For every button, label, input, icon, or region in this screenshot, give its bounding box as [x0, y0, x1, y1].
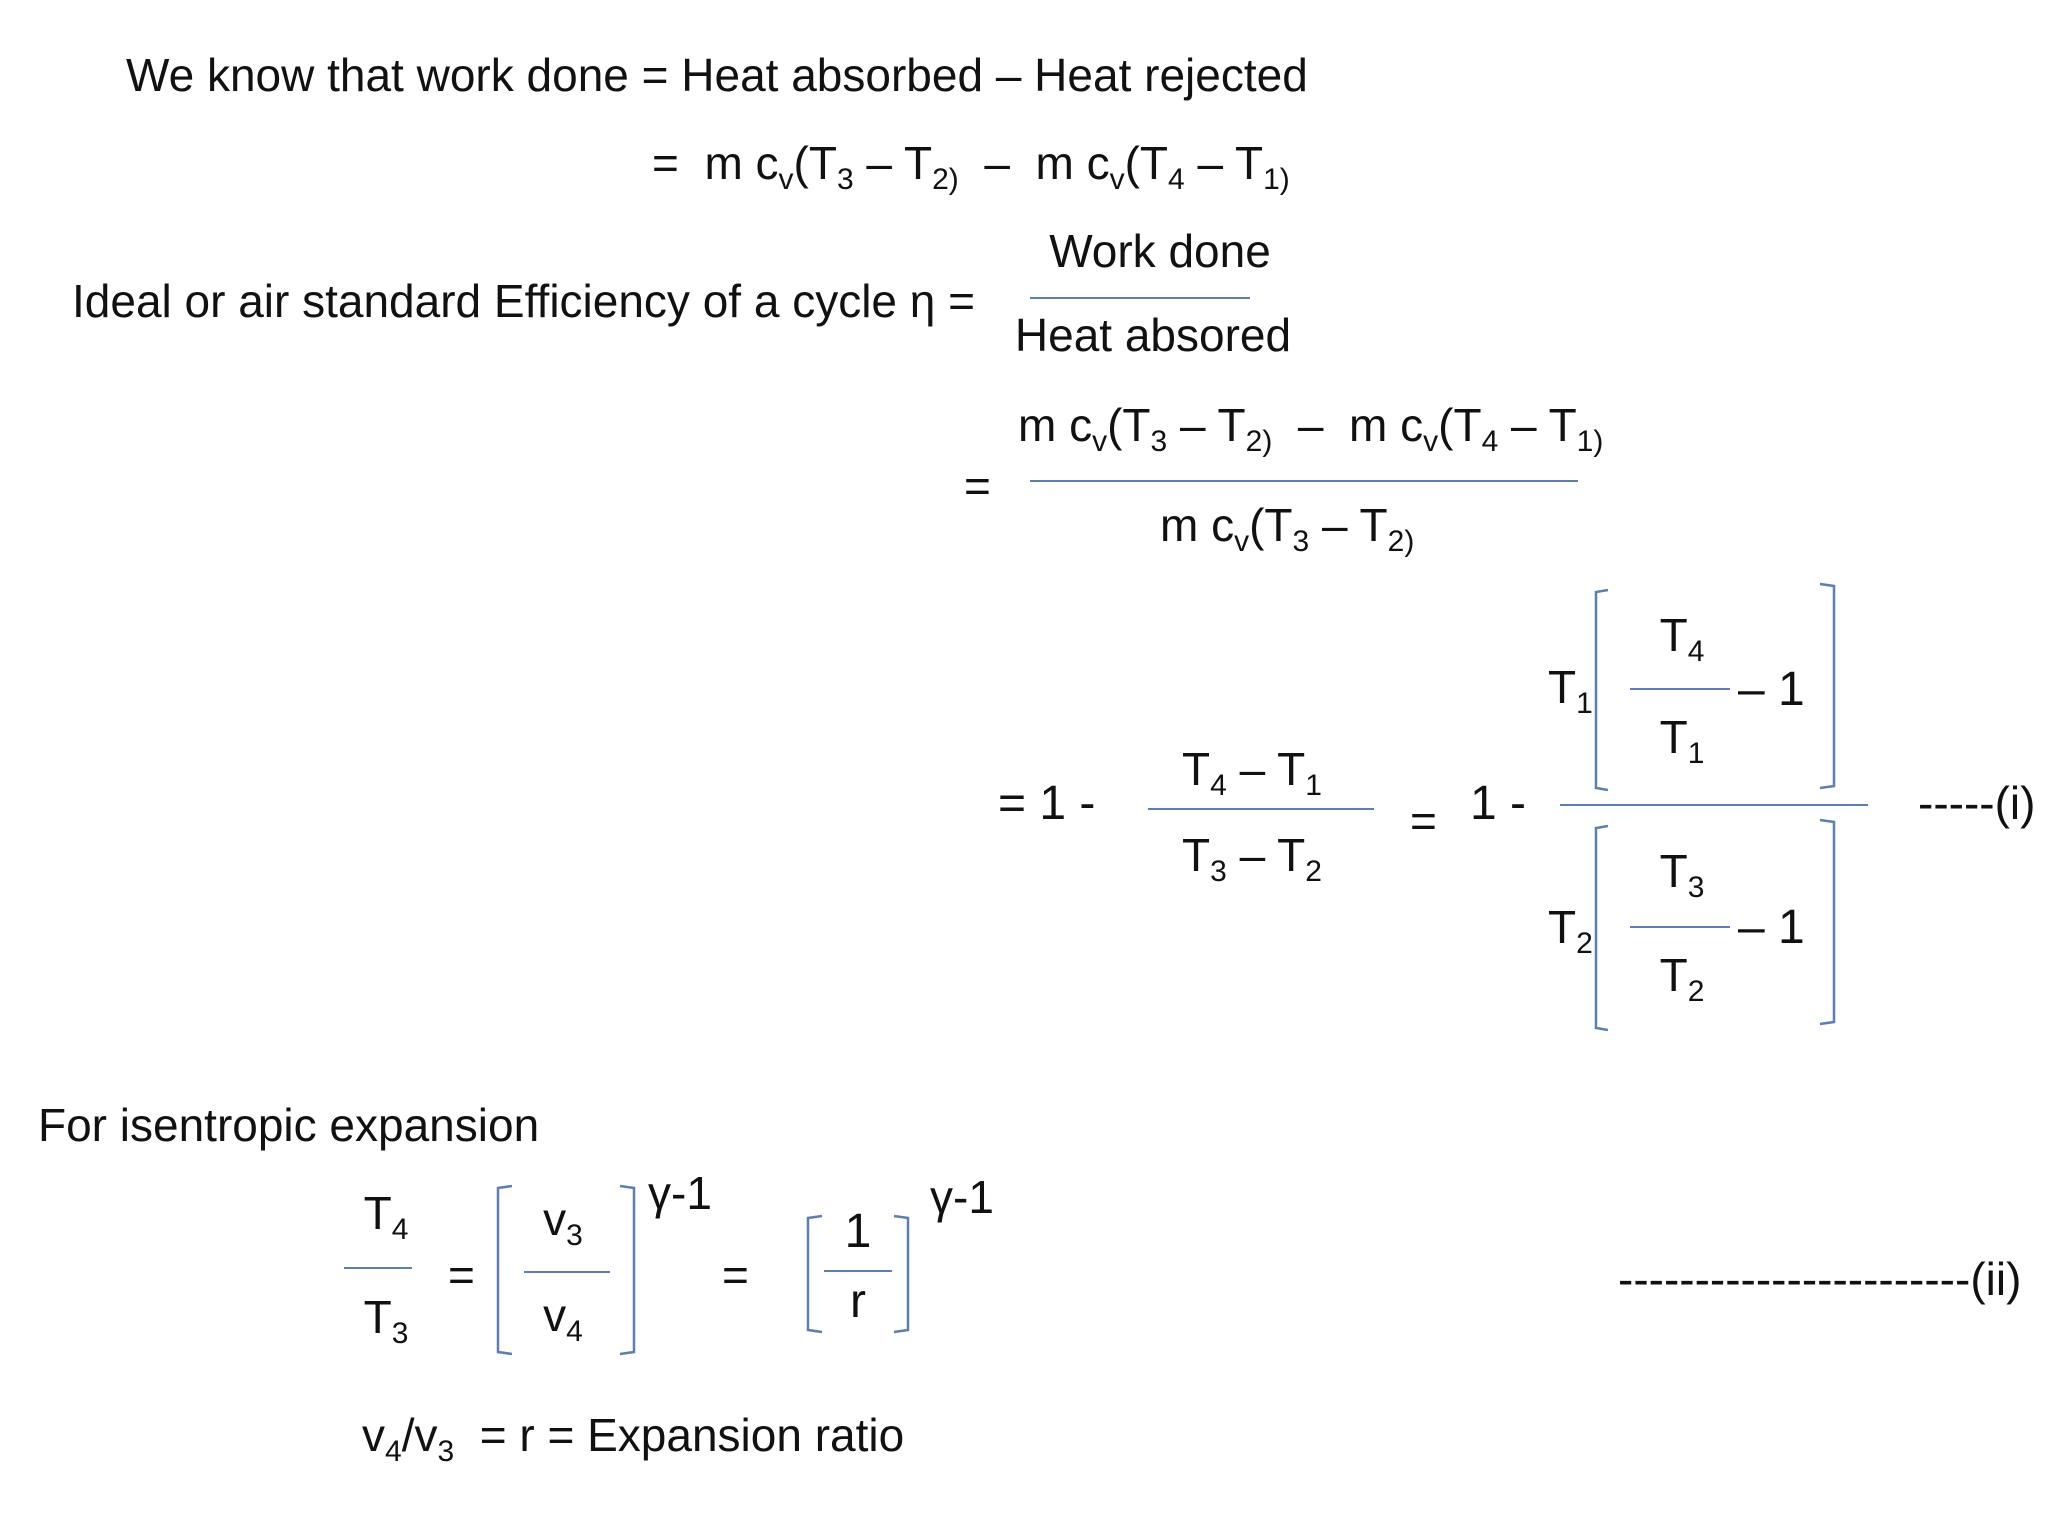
gamma-exponent: γ-1 [930, 1171, 994, 1223]
isentropic-label: For isentropic expansion [38, 1099, 540, 1151]
numerator-expression: T4 – T1 [1182, 743, 1322, 802]
right-bracket [893, 1214, 910, 1334]
term: m c [1035, 137, 1110, 189]
right-bracket [619, 1184, 636, 1356]
inner-numerator: T3 [1659, 845, 1705, 904]
statement-line: We know that work done = Heat absorbed –… [126, 49, 1308, 101]
left-bracket [496, 1184, 513, 1356]
inner-fraction-bar [1630, 926, 1730, 928]
inner-denominator: T1 [1659, 711, 1705, 770]
lhs-numerator: T4 [363, 1187, 409, 1246]
fraction-denominator: Heat absored [1014, 309, 1292, 361]
equation-number-ii: -----------------------(ii) [1618, 1253, 2022, 1305]
gamma-exponent: γ-1 [648, 1167, 712, 1219]
left-bracket [1594, 588, 1609, 792]
one-minus: 1 - [1470, 777, 1527, 830]
fraction-bar [1030, 480, 1578, 482]
one-numerator: 1 [844, 1205, 872, 1258]
eq-sign: = [964, 460, 991, 512]
right-bracket [1819, 582, 1836, 790]
denominator-expression: T3 – T2 [1182, 829, 1322, 888]
inner-denominator: T2 [1659, 949, 1705, 1008]
main-fraction-bar [1560, 804, 1868, 806]
eq-sign: = [1410, 795, 1437, 847]
term: m c [704, 137, 779, 189]
volume-numerator: v3 [543, 1193, 583, 1252]
reciprocal-fraction-bar [824, 1270, 892, 1272]
equation-number-i: -----(i) [1918, 777, 2036, 829]
minus-one: – 1 [1738, 901, 1805, 954]
numerator-expression: m cv(T3 – T2) – m cv(T4 – T1) [1018, 399, 1604, 458]
factor-t1: T1 [1548, 661, 1593, 720]
eq-sign: = [652, 137, 679, 189]
fraction-bar [1030, 297, 1250, 299]
eq-sign: = [722, 1249, 749, 1301]
minus-sign: – [984, 137, 1010, 189]
lhs-denominator: T3 [363, 1291, 409, 1350]
one-minus: = 1 - [998, 777, 1096, 830]
denominator-expression: m cv(T3 – T2) [1160, 499, 1415, 558]
left-bracket [1594, 824, 1609, 1032]
expansion-ratio: v4/v3 = r = Expansion ratio [362, 1409, 905, 1468]
volume-denominator: v4 [543, 1289, 583, 1348]
inner-fraction-bar [1630, 688, 1730, 690]
factor-t2: T2 [1548, 901, 1593, 960]
work-expression: = m cv(T3 – T2) – m cv(T4 – T1) [652, 137, 1290, 196]
inner-numerator: T4 [1659, 609, 1705, 668]
volume-fraction-bar [524, 1271, 610, 1273]
right-bracket [1819, 818, 1836, 1026]
lhs-fraction-bar [344, 1267, 412, 1269]
r-denominator: r [850, 1275, 866, 1328]
efficiency-label: Ideal or air standard Efficiency of a cy… [72, 275, 976, 327]
eq-sign: = [448, 1249, 475, 1301]
left-bracket [806, 1214, 823, 1334]
expansion-ratio-text: = r = Expansion ratio [479, 1409, 905, 1461]
fraction-numerator: Work done [1049, 225, 1271, 277]
fraction-bar [1148, 808, 1374, 810]
minus-one: – 1 [1738, 663, 1805, 716]
